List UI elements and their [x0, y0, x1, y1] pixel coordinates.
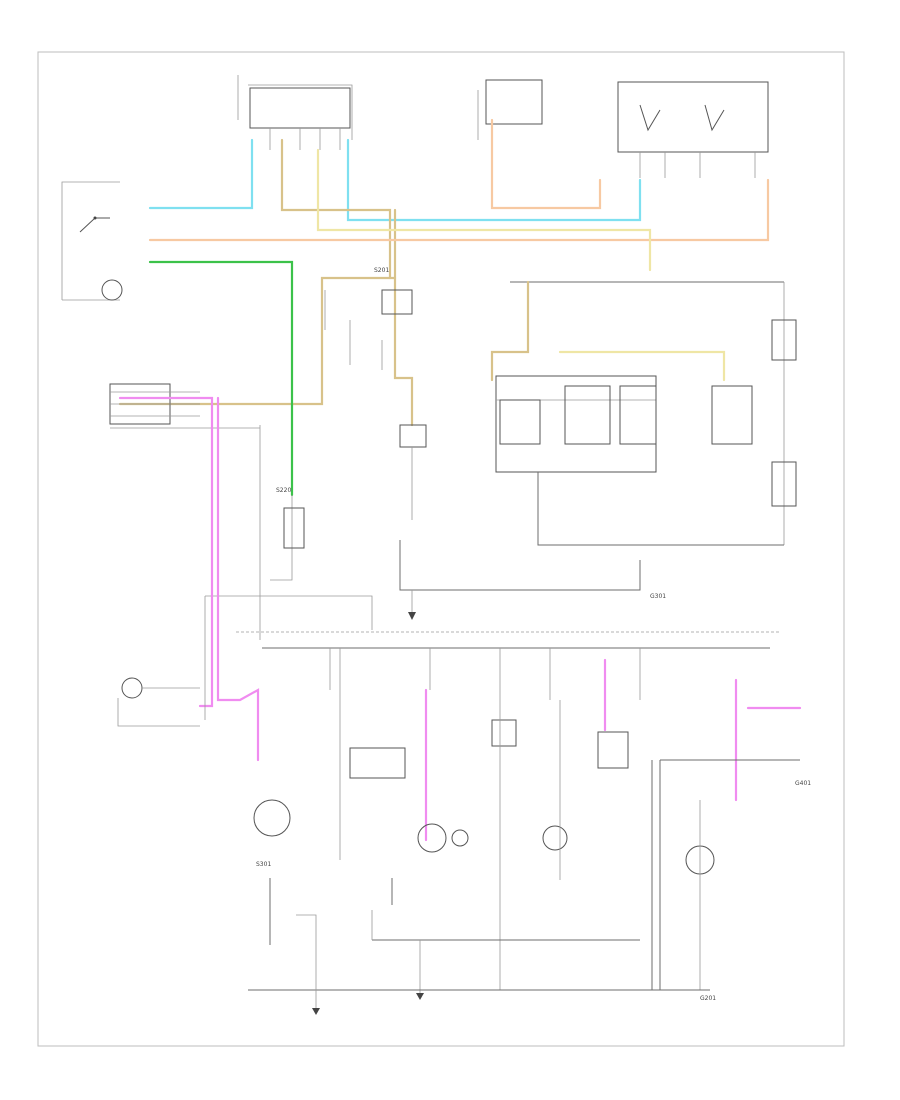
bottom-ground-bus	[248, 878, 710, 1015]
headlamp-switch	[61, 181, 123, 301]
center-junction	[324, 289, 427, 520]
ignition-switch-top	[477, 79, 543, 140]
ground-label: G301	[650, 593, 666, 600]
right-lamp-cluster	[490, 280, 797, 546]
relay-box-top-right	[617, 81, 769, 178]
lower-components	[253, 690, 800, 990]
splice-label: S301	[256, 861, 271, 868]
splice-label: S201	[374, 267, 389, 274]
lower-bcm-connector	[205, 595, 780, 700]
ground-label: G401	[795, 780, 811, 787]
colored-wires-top	[118, 118, 770, 497]
ground-label: G201	[700, 995, 716, 1002]
body-control-module-left	[109, 383, 260, 429]
fuse-block-top	[237, 75, 353, 150]
lower-left-bracket	[204, 425, 261, 720]
diagram-frame	[37, 51, 845, 1047]
traction-control-switch	[117, 677, 200, 727]
pink-wires-lower	[118, 396, 802, 842]
splice-label: S220	[276, 487, 291, 494]
mid-ground-bus	[270, 495, 641, 620]
